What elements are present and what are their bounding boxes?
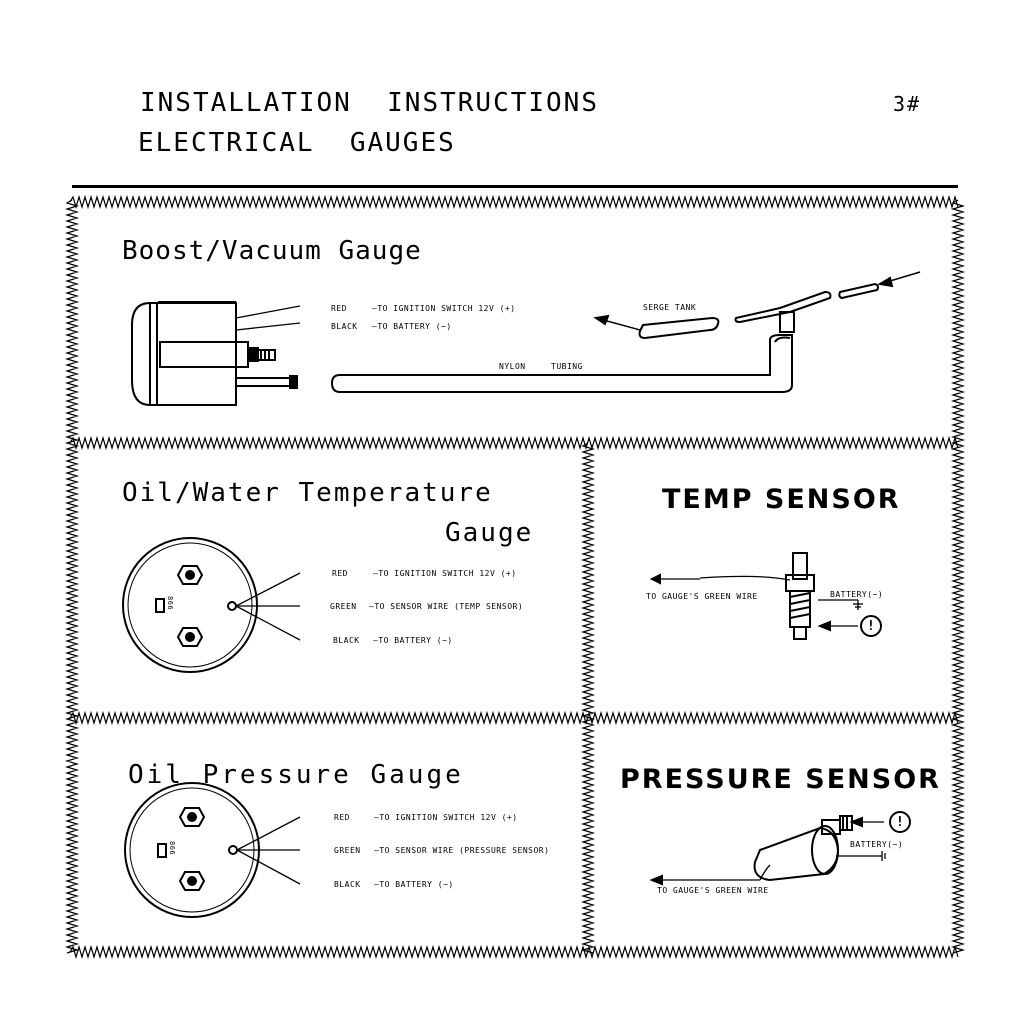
page-title: INSTALLATION INSTRUCTIONS (140, 88, 599, 118)
temp-to-gauge-label: TO GAUGE'S GREEN WIRE (646, 592, 758, 601)
pressure-gauge-drawing (124, 782, 301, 918)
pressure-wire-red-desc: —TO IGNITION SWITCH 12V (+) (374, 813, 518, 822)
nylon-label: NYLON (499, 362, 526, 371)
pressure-bulb-socket (157, 843, 167, 858)
zigzag-top (69, 194, 959, 210)
temp-sensor-head (792, 552, 808, 580)
boost-wire-red: RED (331, 304, 347, 313)
pressure-terminal-top (178, 807, 206, 827)
pressure-to-gauge-label: TO GAUGE'S GREEN WIRE (657, 886, 769, 895)
zigzag-mid-1 (69, 435, 959, 451)
nylon-tubing (330, 334, 793, 393)
temp-wire-black-desc: —TO BATTERY (−) (373, 636, 453, 645)
pressure-terminal-marks: 866 (168, 841, 176, 856)
oil-pressure-title: Oil Pressure Gauge (128, 760, 464, 790)
zigzag-bottom (69, 944, 959, 960)
boost-gauge-body (131, 302, 237, 406)
pressure-wire-black-desc: —TO BATTERY (−) (374, 880, 454, 889)
temp-wire-red: RED (332, 569, 348, 578)
serge-tank-label: SERGE TANK (643, 303, 697, 312)
temp-terminal-top (176, 565, 204, 585)
zigzag-borders (64, 194, 966, 960)
pressure-wire-green-desc: —TO SENSOR WIRE (PRESSURE SENSOR) (374, 846, 550, 855)
temp-gauge-drawing (122, 537, 301, 673)
t-connector (734, 290, 832, 324)
page-number: 3# (893, 92, 922, 116)
pressure-warning-glyph: ! (896, 815, 905, 830)
temp-terminal-bottom (176, 627, 204, 647)
header-rule (72, 185, 958, 188)
temp-wire-black: BLACK (333, 636, 360, 645)
boost-terminal-nut (247, 347, 259, 362)
boost-wire-black-desc: —TO BATTERY (−) (372, 322, 452, 331)
zigzag-right (950, 199, 966, 954)
temp-bulb-socket (155, 598, 165, 613)
boost-title: Boost/Vacuum Gauge (122, 236, 422, 266)
tube-segment (638, 316, 720, 340)
temp-battery-label: BATTERY(−) (830, 590, 884, 599)
pressure-wire-black: BLACK (334, 880, 361, 889)
zigzag-center (580, 442, 596, 954)
temp-sensor-title: TEMP SENSOR (662, 484, 901, 515)
page-subtitle: ELECTRICAL GAUGES (138, 128, 456, 158)
pressure-terminal-bottom (178, 871, 206, 891)
temp-terminal-marks: 866 (166, 596, 174, 611)
tube-end (838, 282, 880, 300)
boost-gauge-stud (159, 341, 249, 368)
pressure-wire-green: GREEN (334, 846, 361, 855)
boost-wire-black: BLACK (331, 322, 358, 331)
temp-wire-green-desc: —TO SENSOR WIRE (TEMP SENSOR) (369, 602, 524, 611)
pressure-wire-red: RED (334, 813, 350, 822)
tubing-label: TUBING (551, 362, 583, 371)
pressure-sensor-drawing (649, 811, 911, 886)
temp-wire-red-desc: —TO IGNITION SWITCH 12V (+) (373, 569, 517, 578)
temp-warning-icon (860, 615, 882, 637)
temp-warning-glyph: ! (867, 619, 876, 634)
pressure-sensor-title: PRESSURE SENSOR (620, 764, 941, 795)
temp-sensor-drawing (649, 552, 882, 640)
pressure-sensor-body (753, 826, 840, 882)
zigzag-left (64, 199, 80, 954)
temp-wire-green: GREEN (330, 602, 357, 611)
oil-water-title: Oil/Water Temperature (122, 478, 493, 508)
boost-gauge-drawing (131, 271, 921, 406)
pressure-battery-label: BATTERY(−) (850, 840, 904, 849)
boost-wire-red-desc: —TO IGNITION SWITCH 12V (+) (372, 304, 516, 313)
oil-water-title-2: Gauge (445, 518, 534, 548)
pressure-warning-icon (889, 811, 911, 833)
zigzag-mid-2 (69, 710, 959, 726)
temp-gauge-face (122, 537, 258, 673)
